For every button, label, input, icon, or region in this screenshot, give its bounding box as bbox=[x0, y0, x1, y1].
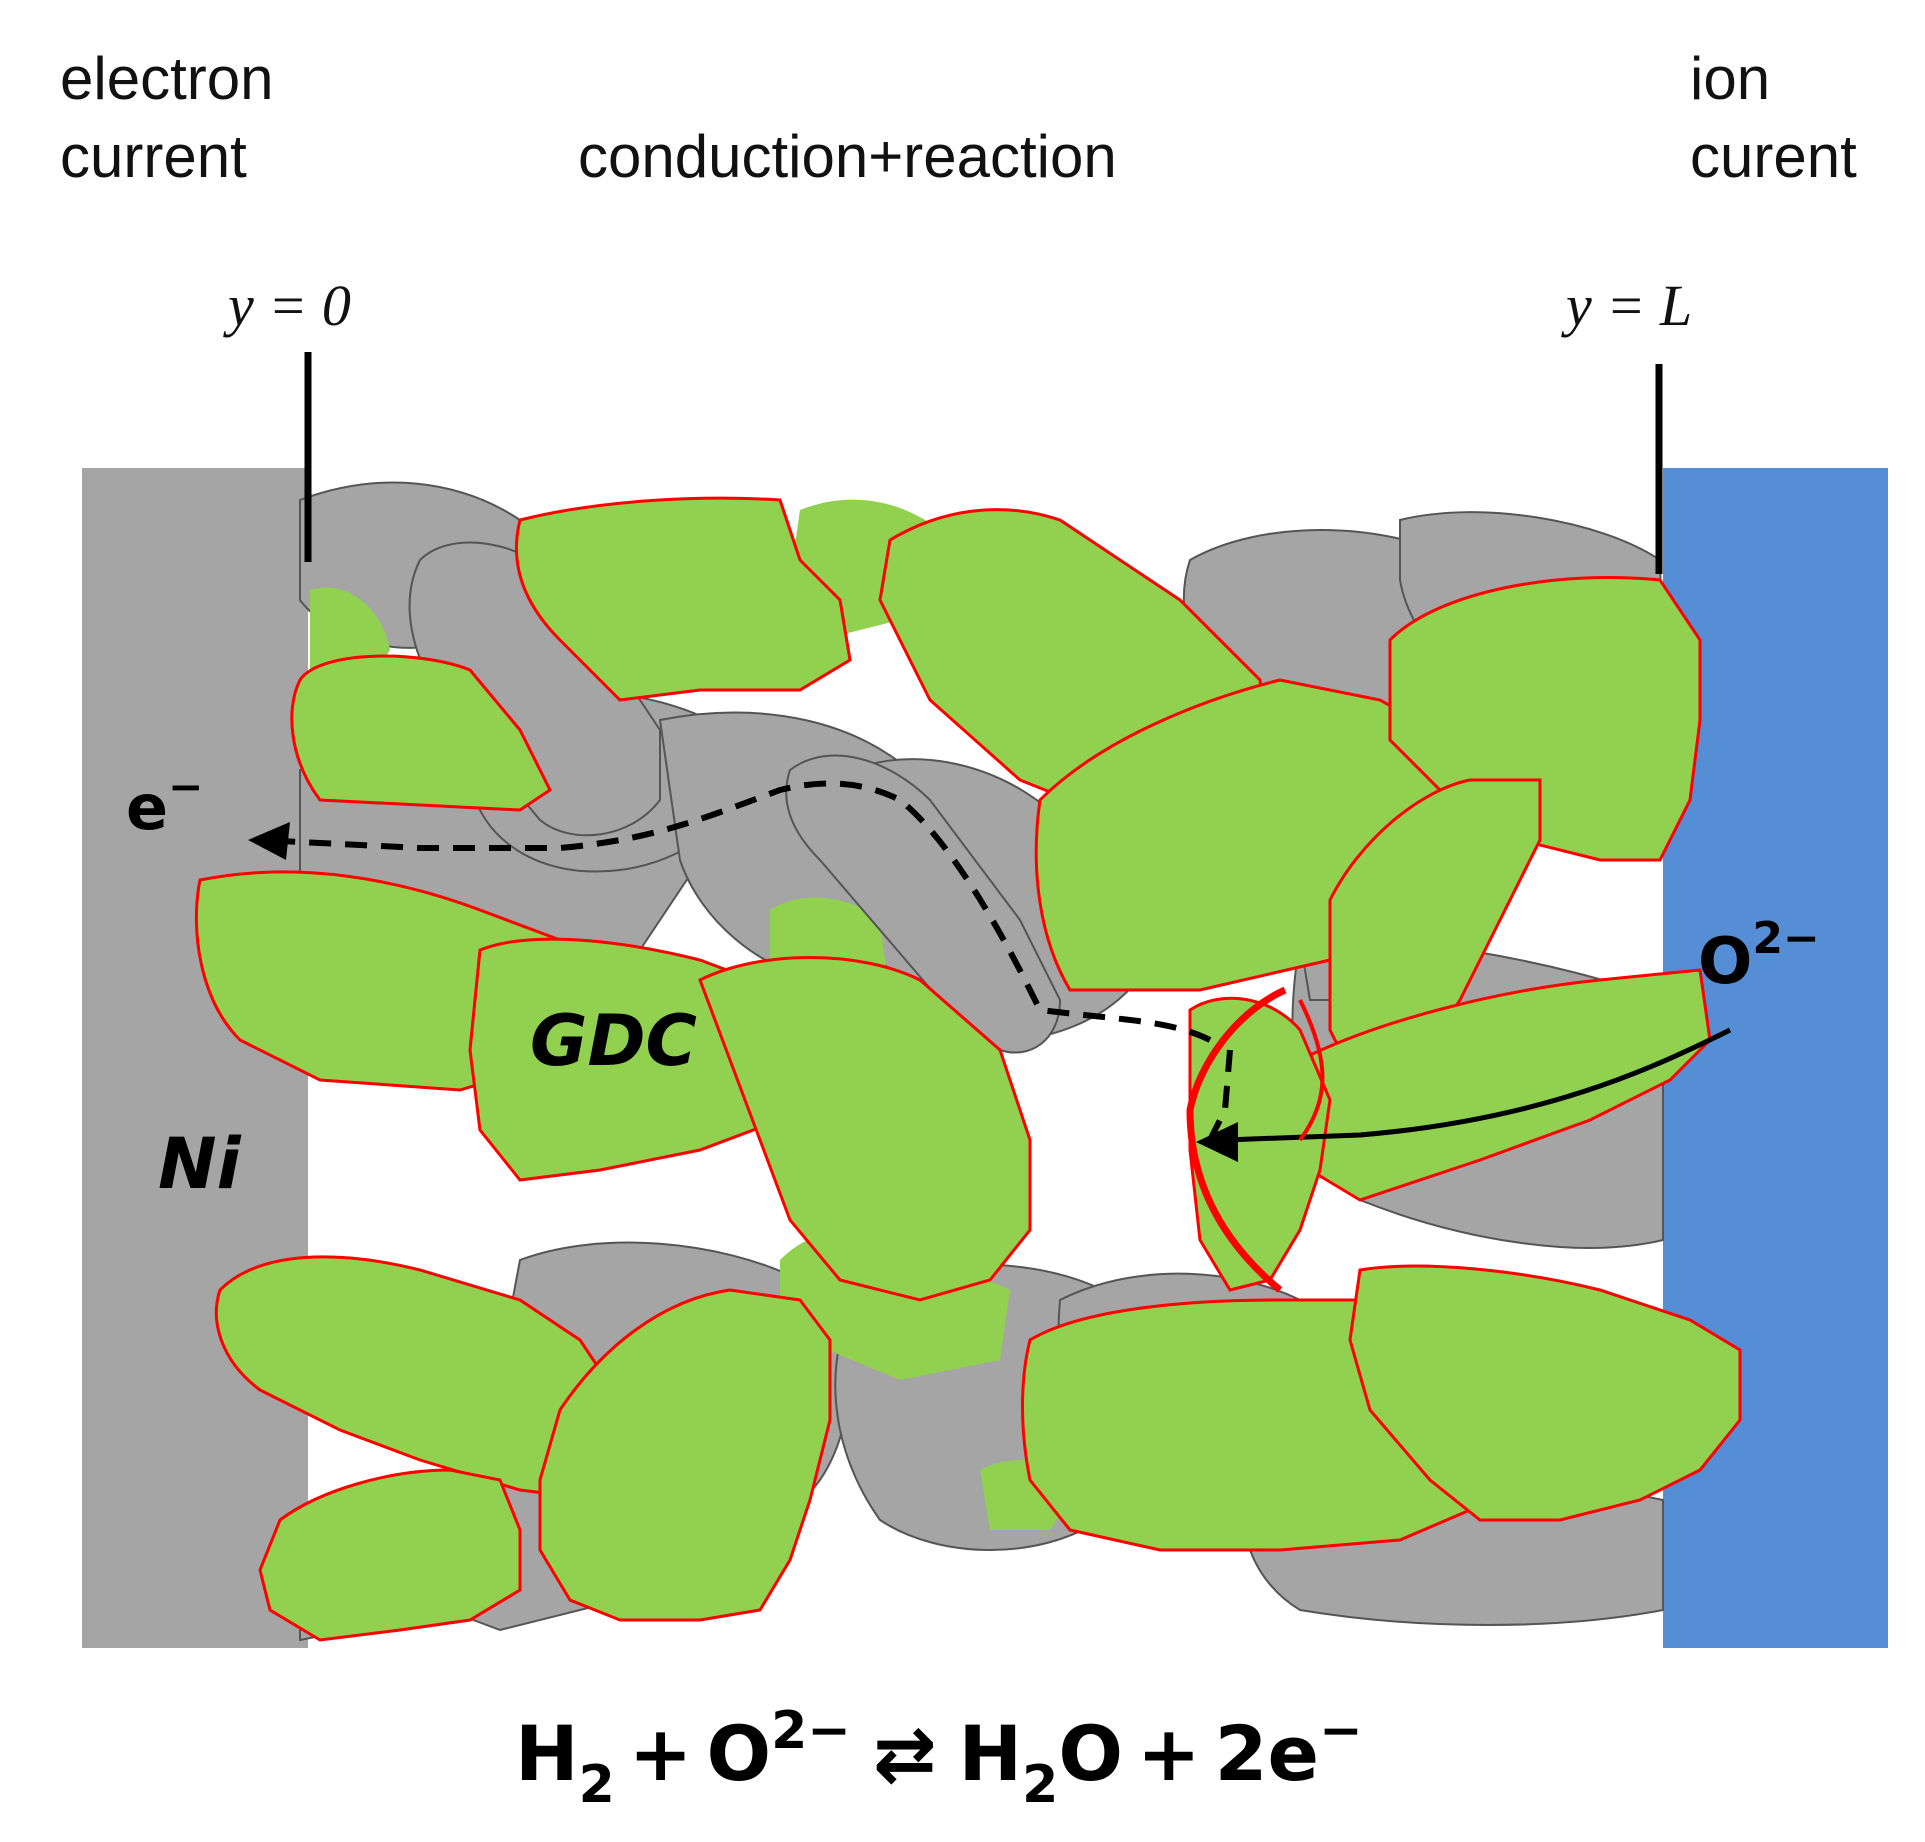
conduction-reaction-label: conduction+reaction bbox=[578, 123, 1117, 190]
oxide-ion-label: O2− bbox=[1698, 913, 1820, 999]
reaction-equation: H2+O2−⇄H2O+2e− bbox=[515, 1701, 1363, 1815]
electron-current-line2: current bbox=[60, 123, 247, 190]
y-zero-label: y = 0 bbox=[228, 273, 351, 338]
ni-particle bbox=[408, 541, 661, 837]
ni-current-collector bbox=[82, 468, 308, 1648]
gdc-particle bbox=[1328, 778, 1542, 1093]
electron-path bbox=[259, 780, 1233, 1142]
reaction-site-highlight bbox=[1186, 986, 1287, 1293]
gdc-particle bbox=[1188, 996, 1332, 1292]
electron-label: e− bbox=[126, 762, 203, 844]
gdc-particle-network bbox=[194, 496, 1742, 1642]
gdc-particle bbox=[1348, 1264, 1742, 1522]
gdc-particle bbox=[290, 654, 552, 812]
ion-current-line2: curent bbox=[1690, 123, 1857, 190]
gdc-particle bbox=[258, 1468, 522, 1642]
oxide-ion-path bbox=[1224, 1027, 1732, 1143]
oxide-ion-arrowhead bbox=[1196, 1122, 1238, 1162]
ni-particle bbox=[785, 754, 1062, 1054]
gdc-particle bbox=[514, 496, 852, 702]
gdc-particle bbox=[1298, 968, 1712, 1202]
reaction-site-highlight-2 bbox=[1298, 999, 1325, 1142]
ion-current-line1: ion bbox=[1690, 45, 1771, 112]
gdc-label: GDC bbox=[530, 1000, 697, 1082]
electron-arrowhead bbox=[248, 822, 290, 860]
y-L-label: y = L bbox=[1566, 273, 1693, 338]
gdc-particle bbox=[538, 1288, 832, 1622]
ni-label: Ni bbox=[158, 1123, 242, 1205]
electron-current-label: electron current bbox=[60, 40, 273, 196]
electron-current-line1: electron bbox=[60, 45, 274, 112]
ion-current-label: ion curent bbox=[1690, 40, 1857, 196]
gdc-particle bbox=[698, 956, 1032, 1302]
